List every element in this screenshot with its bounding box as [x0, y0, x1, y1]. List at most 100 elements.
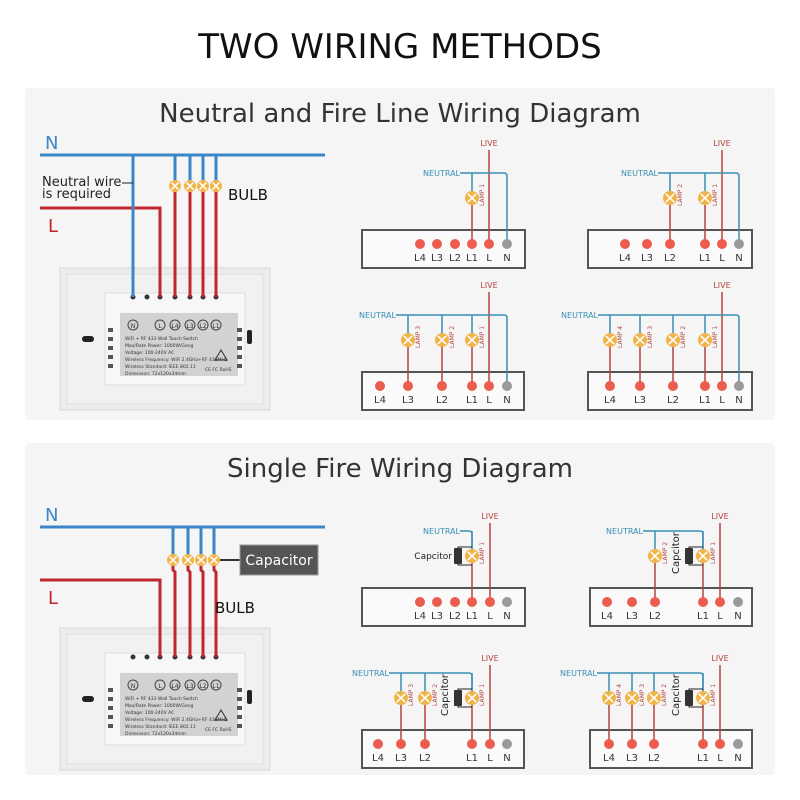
terminal-label: N	[734, 753, 741, 764]
neutral-note: is required	[42, 187, 111, 202]
terminal-label: N	[503, 253, 510, 264]
terminal-label: L2	[648, 753, 660, 764]
terminal-mark-label: L1	[212, 323, 219, 330]
capacitor-box	[239, 544, 319, 576]
bulb-cross-icon	[467, 335, 477, 345]
terminal	[605, 381, 615, 391]
terminal-mark-label: L	[158, 323, 162, 330]
terminal	[642, 239, 652, 249]
spec-line: Dimension: 72x120x34mm	[125, 371, 186, 377]
capacitor-label: Capcitor	[440, 673, 451, 716]
spec-line: WiFi + RF 433 Wall Touch Switch	[125, 696, 198, 702]
terminal	[375, 381, 385, 391]
terminal-label: L1	[699, 395, 711, 406]
terminal	[733, 739, 743, 749]
terminal	[396, 739, 406, 749]
bulb-cross-icon	[700, 335, 710, 345]
live-label: LIVE	[713, 281, 730, 290]
screw-terminal	[130, 654, 136, 660]
switch-box	[589, 587, 753, 627]
spec-line: Max/Rate Power: 1000W/Gang	[125, 343, 194, 349]
terminal-label: N	[503, 611, 510, 622]
vent	[108, 346, 113, 350]
spec-line: Voltage: 100-240V AC	[125, 710, 174, 716]
live-label: LIVE	[713, 139, 730, 148]
terminal	[415, 239, 425, 249]
terminal-label: L3	[641, 253, 653, 264]
terminal	[734, 239, 744, 249]
neutral-label: NEUTRAL	[423, 169, 460, 178]
terminal-label: L2	[649, 611, 661, 622]
terminal	[450, 597, 460, 607]
terminal-mark-label: L	[158, 683, 162, 690]
terminal-mark	[154, 319, 166, 331]
bulb-cross-icon	[698, 551, 708, 561]
lamp-label: LAMP 1	[710, 684, 717, 706]
bulb-cross-icon	[211, 181, 221, 191]
switch-box	[361, 587, 526, 627]
terminal-mark	[184, 679, 196, 691]
terminal	[502, 739, 512, 749]
vent	[237, 346, 242, 350]
terminal-label: L4	[414, 611, 426, 622]
n-label: N	[45, 505, 58, 526]
l-label: L	[48, 216, 58, 237]
lamp-label: LAMP 4	[617, 326, 624, 348]
mount-slot	[247, 690, 252, 704]
terminal-mark	[197, 319, 209, 331]
vent	[108, 706, 113, 710]
terminal	[484, 239, 494, 249]
terminal-label: L	[717, 611, 723, 622]
terminal-label: L4	[601, 611, 613, 622]
spec-label	[120, 673, 238, 736]
spec-line: Wireless Frequency: WiFi 2.4GHz+RF 433MH…	[125, 717, 228, 723]
section-title: Single Fire Wiring Diagram	[227, 454, 573, 484]
terminal	[450, 239, 460, 249]
lamp-label: LAMP 3	[647, 326, 654, 348]
n-label: N	[45, 133, 58, 154]
lamp-label: LAMP 1	[712, 326, 719, 348]
terminal	[700, 381, 710, 391]
cert-marks: CE FC RoHS	[205, 727, 232, 733]
terminal	[502, 381, 512, 391]
terminal-mark	[210, 319, 222, 331]
neutral-label: NEUTRAL	[561, 311, 598, 320]
terminal-label: L2	[419, 753, 431, 764]
terminal	[437, 381, 447, 391]
bulb-cross-icon	[196, 555, 206, 565]
terminal-label: N	[503, 395, 510, 406]
terminal-label: L4	[374, 395, 386, 406]
switch-box	[361, 371, 525, 411]
terminal	[373, 739, 383, 749]
terminal	[627, 739, 637, 749]
capacitor-label: Capcitor	[671, 673, 682, 716]
neutral-label: NEUTRAL	[359, 311, 396, 320]
terminal	[432, 597, 442, 607]
live-label: LIVE	[480, 281, 497, 290]
terminal-mark-label: L3	[186, 323, 193, 330]
lamp-label: LAMP 3	[415, 326, 422, 348]
bulb-cross-icon	[665, 193, 675, 203]
terminal-mark	[154, 679, 166, 691]
neutral-line	[658, 172, 740, 244]
terminal	[700, 239, 710, 249]
terminal	[665, 239, 675, 249]
terminal-label: L	[719, 395, 725, 406]
terminal	[717, 239, 727, 249]
terminal-label: L3	[634, 395, 646, 406]
screw-terminal	[144, 654, 150, 660]
neutral-line	[396, 314, 508, 386]
bulb-cross-icon	[627, 693, 637, 703]
terminal	[715, 739, 725, 749]
terminal	[420, 739, 430, 749]
bulb-label: BULB	[215, 599, 255, 617]
vent	[237, 688, 242, 692]
terminal-mark	[127, 319, 139, 331]
terminal	[717, 381, 727, 391]
lamp-label: LAMP 4	[616, 684, 623, 706]
terminal-mark	[184, 319, 196, 331]
terminal	[698, 739, 708, 749]
capacitor-label: Capacitor	[245, 553, 312, 569]
lamp-label: LAMP 2	[661, 684, 668, 706]
